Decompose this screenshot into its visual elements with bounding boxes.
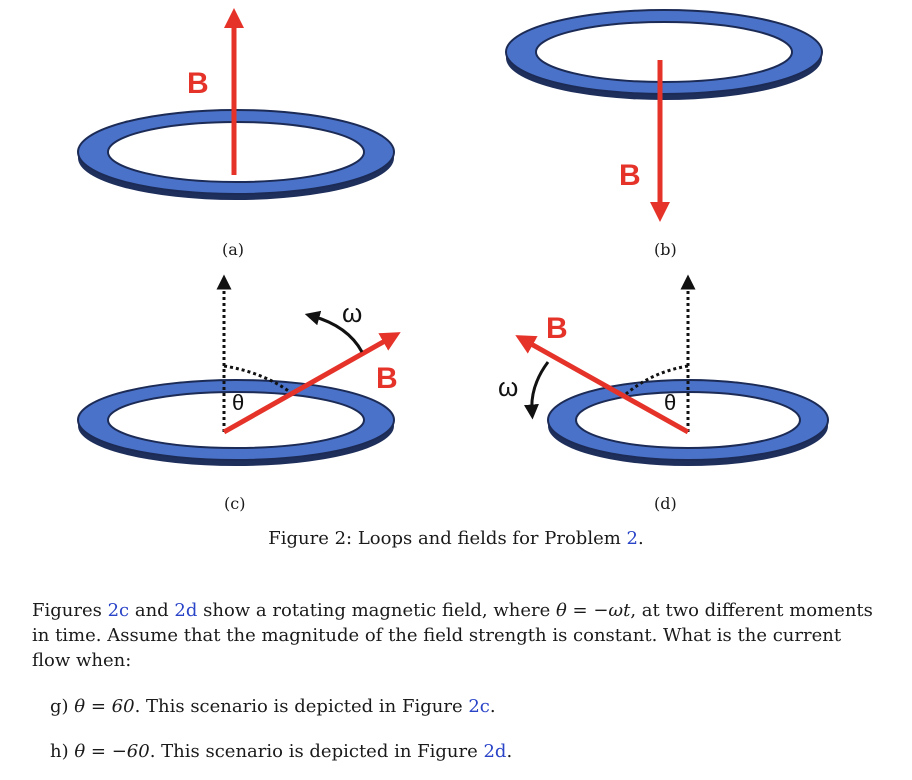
paragraph-text-2: and — [129, 600, 175, 621]
field-label-b: B — [619, 159, 641, 192]
problem-ref-link[interactable]: 2 — [626, 528, 638, 549]
omega-label-c: ω — [342, 298, 362, 328]
paragraph-text-1: Figures — [32, 600, 108, 621]
rotation-arrow-c — [304, 310, 364, 353]
angle-label-d: θ — [664, 390, 676, 415]
subfigure-caption-b: (b) — [654, 240, 677, 259]
field-arrow-c — [222, 332, 401, 435]
loop-b — [505, 9, 823, 100]
item-formula-g: θ = 60 — [74, 696, 135, 717]
item-label-h: h) — [50, 741, 69, 762]
paragraph-formula: θ = −ωt — [555, 600, 631, 621]
figure-ref-2d-link[interactable]: 2d — [174, 600, 198, 621]
figure-ref-2c-link[interactable]: 2c — [107, 600, 130, 621]
rotation-arrow-d — [523, 361, 550, 420]
field-arrow-d — [515, 335, 690, 435]
subfigure-caption-c: (c) — [224, 494, 246, 513]
list-item-h: h) θ = −60. This scenario is depicted in… — [50, 741, 512, 762]
angle-arc-c — [223, 364, 291, 394]
paragraph-text-4: , at two different moments in time. Assu… — [32, 600, 873, 671]
problem-paragraph: Figures 2c and 2d show a rotating magnet… — [32, 598, 882, 673]
figure-caption-end: . — [637, 528, 644, 549]
item-text-g: . This scenario is depicted in Figure — [134, 696, 469, 717]
item-formula-h: θ = −60 — [74, 741, 150, 762]
loop-c — [77, 379, 395, 466]
field-label-c: B — [376, 362, 398, 395]
paragraph-text-3: show a rotating magnetic field, where — [197, 600, 556, 621]
subfigure-caption-a: (a) — [222, 240, 245, 259]
list-item-g: g) θ = 60. This scenario is depicted in … — [50, 696, 496, 717]
field-label-d: B — [546, 312, 568, 345]
figure-caption-text: Figure 2: Loops and fields for Problem — [268, 528, 627, 549]
item-ref-h-link[interactable]: 2d — [483, 741, 507, 762]
omega-label-d: ω — [498, 372, 518, 402]
panel-c: θ ω B — [77, 274, 401, 466]
panel-d: θ ω B — [498, 274, 829, 466]
item-text-h: . This scenario is depicted in Figure — [149, 741, 484, 762]
angle-arc-d — [625, 364, 689, 396]
panel-b: B — [505, 9, 823, 222]
angle-label-c: θ — [232, 390, 244, 415]
field-label-a: B — [187, 67, 209, 100]
item-ref-g-link[interactable]: 2c — [468, 696, 490, 717]
panel-a: B — [77, 8, 395, 200]
subfigure-caption-d: (d) — [654, 494, 677, 513]
figure-caption: Figure 2: Loops and fields for Problem 2… — [0, 528, 912, 549]
item-end-g: . — [489, 696, 496, 717]
item-label-g: g) — [50, 696, 69, 717]
item-end-h: . — [506, 741, 513, 762]
